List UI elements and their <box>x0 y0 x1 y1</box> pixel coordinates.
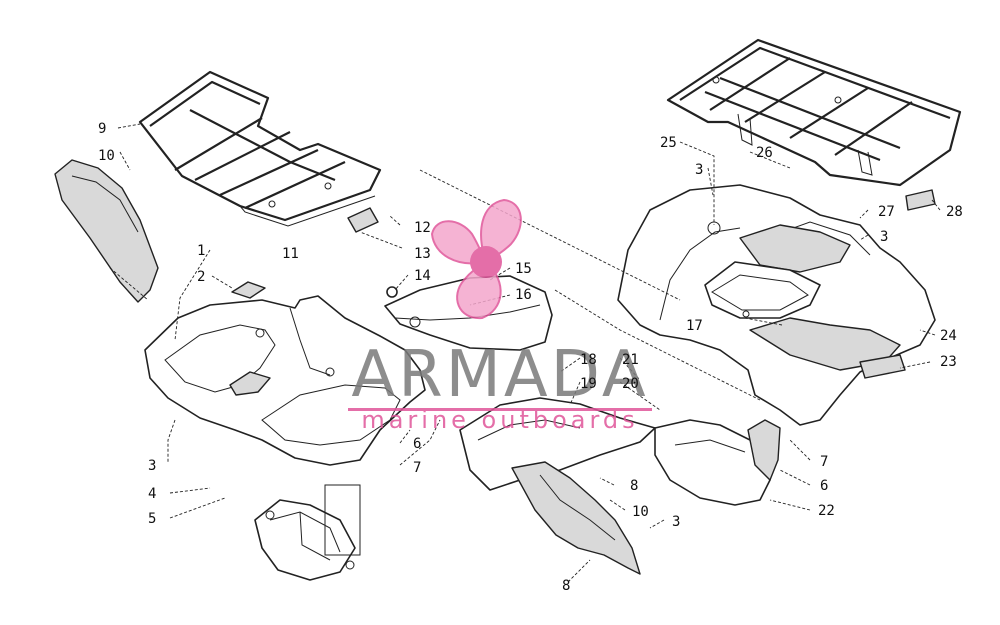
callout-5: 5 <box>148 511 156 527</box>
front-rack <box>138 70 382 227</box>
callout-3: 3 <box>148 458 156 474</box>
callout-7b: 7 <box>820 454 828 470</box>
callout-3c: 3 <box>672 514 680 530</box>
callout-2: 2 <box>197 269 205 285</box>
callout-3b: 3 <box>695 162 703 178</box>
callout-7: 7 <box>413 460 421 476</box>
callout-1: 1 <box>197 243 205 259</box>
front-reflector <box>347 207 379 233</box>
left-side-panel <box>54 159 159 303</box>
callout-14: 14 <box>414 268 431 284</box>
leader-lines <box>109 123 941 583</box>
callout-11: 11 <box>282 246 299 262</box>
armada-watermark: ARMADA marine outboards <box>348 198 652 434</box>
callout-24: 24 <box>940 328 957 344</box>
callout-10b: 10 <box>632 504 649 520</box>
callout-3d: 3 <box>880 229 888 245</box>
callout-10: 10 <box>98 148 115 164</box>
callout-4: 4 <box>148 486 156 502</box>
callout-9: 9 <box>98 121 106 137</box>
callout-8b: 8 <box>562 578 570 594</box>
callout-22: 22 <box>818 503 835 519</box>
callout-8: 8 <box>630 478 638 494</box>
front-fender <box>144 295 426 466</box>
callout-16: 16 <box>515 287 532 303</box>
callout-19: 19 <box>580 376 597 392</box>
callout-6: 6 <box>413 436 421 452</box>
callout-15: 15 <box>515 261 532 277</box>
fender-pad <box>231 281 266 299</box>
tail-light-bracket <box>905 189 936 211</box>
callout-labels: 9 10 1 2 11 12 13 14 15 16 3 4 5 6 7 18 … <box>98 121 963 594</box>
callout-13: 13 <box>414 246 431 262</box>
callout-26: 26 <box>756 145 773 161</box>
propeller-logo-icon <box>430 198 522 320</box>
callout-27: 27 <box>878 204 895 220</box>
rear-rack <box>666 38 962 187</box>
rear-fender <box>617 184 936 426</box>
right-footwell <box>654 419 781 506</box>
callout-12: 12 <box>414 220 431 236</box>
callout-6b: 6 <box>820 478 828 494</box>
callout-21: 21 <box>622 352 639 368</box>
center-lower-panel <box>511 461 641 575</box>
callout-18: 18 <box>580 352 597 368</box>
rear-mud-flap <box>859 354 906 379</box>
callout-23: 23 <box>940 354 957 370</box>
watermark-brand: ARMADA <box>351 338 648 412</box>
callout-20: 20 <box>622 376 639 392</box>
callout-17: 17 <box>686 318 703 334</box>
watermark-tagline: marine outboards <box>361 406 638 434</box>
center-footwell <box>459 397 656 491</box>
callout-28: 28 <box>946 204 963 220</box>
callout-25: 25 <box>660 135 677 151</box>
front-bracket <box>254 484 361 581</box>
